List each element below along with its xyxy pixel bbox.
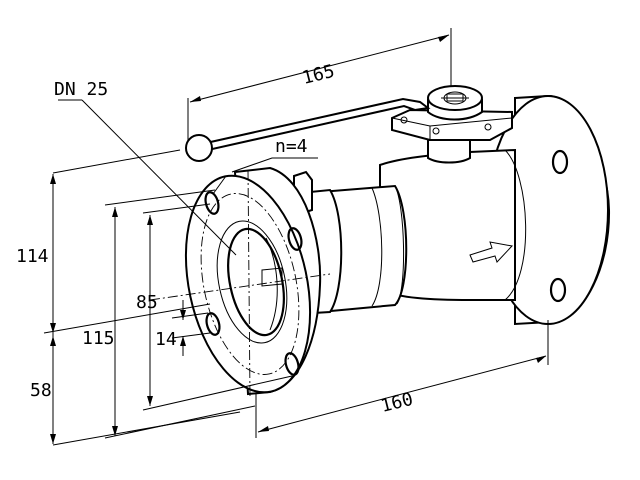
bolt-circle-label: 85 [136,292,158,313]
dn-label: DN 25 [54,79,108,100]
pad-bolt [400,116,408,124]
front-flange [184,166,322,396]
front-bolt-hole [284,352,300,376]
total-height-label: 114 [16,246,49,267]
flange-diameter-label: 115 [82,328,115,349]
pad-bolt [484,123,492,131]
face-to-face-label: 160 [379,389,416,417]
front-bolt-hole [205,312,221,336]
valve-body [279,148,527,317]
pad-bolt [432,127,440,135]
rear-flange [487,94,611,326]
dimension-labels: DN 25 n=4 165 114 58 115 85 14 160 [16,61,415,417]
rear-bolt-hole [549,277,567,303]
bolt-hole-label: 14 [155,329,177,350]
bolt-count-label: n=4 [275,136,308,157]
flow-direction-arrow-icon [469,241,513,263]
rear-bolt-hole [551,149,569,175]
top-works [185,85,513,164]
lever-handle-icon [185,97,431,162]
center-lines [149,169,331,399]
dimension-lines [43,28,549,446]
bolt-circle [200,193,300,375]
valve-stem-top-icon [427,85,483,121]
front-bolt-hole [287,227,303,251]
bore [227,227,285,337]
handle-length-label: 165 [300,61,337,89]
ball-slot [261,267,283,287]
center-height-label: 58 [30,380,52,401]
